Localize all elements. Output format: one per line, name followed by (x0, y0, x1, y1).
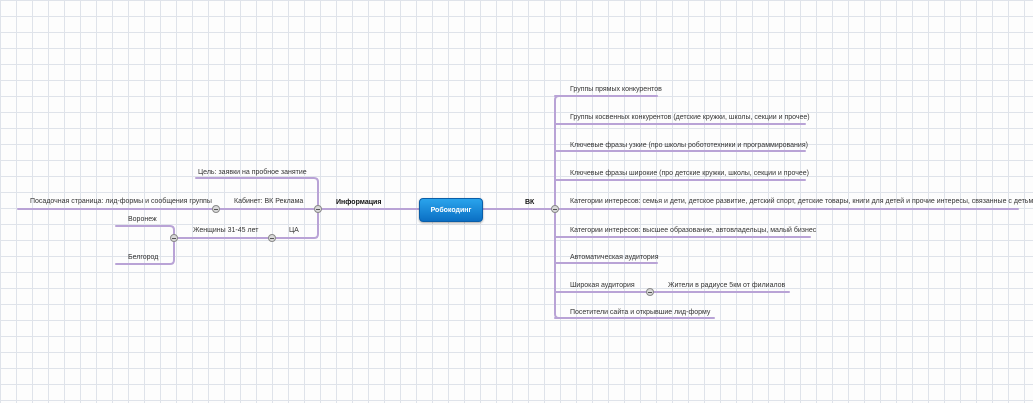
vk-node[interactable]: ВК (525, 199, 535, 206)
info-goal[interactable]: Цель: заявки на пробное занятие (198, 169, 307, 176)
info-women-age[interactable]: Женщины 31-45 лет (193, 227, 259, 234)
info-cabinet[interactable]: Кабинет: ВК Реклама (234, 198, 304, 205)
collapse-toggle-info[interactable] (314, 205, 322, 213)
collapse-toggle-ta[interactable] (268, 234, 276, 242)
vk-item-narrow-keywords[interactable]: Ключевые фразы узкие (про школы робототе… (570, 142, 808, 149)
vk-item-site-visitors[interactable]: Посетители сайта и открывшие лид-форму (570, 309, 711, 316)
info-city-belgorod[interactable]: Белгород (128, 254, 159, 261)
info-city-voronezh[interactable]: Воронеж (128, 216, 157, 223)
root-node[interactable]: Робокодинг (419, 198, 483, 222)
vk-item-wide-audience[interactable]: Широкая аудитория (570, 282, 635, 289)
vk-item-interests-education[interactable]: Категории интересов: высшее образование,… (570, 227, 817, 234)
info-landing-page[interactable]: Посадочная страница: лид-формы и сообщен… (30, 198, 212, 205)
collapse-toggle-wide-audience[interactable] (646, 288, 654, 296)
info-node[interactable]: Информация (336, 199, 382, 206)
vk-item-indirect-competitors[interactable]: Группы косвенных конкурентов (детские кр… (570, 114, 810, 121)
vk-item-auto-audience[interactable]: Автоматическая аудитория (570, 254, 659, 261)
info-ta[interactable]: ЦА (289, 227, 299, 234)
vk-item-wide-radius[interactable]: Жители в радиусе 5км от филиалов (668, 282, 786, 289)
vk-item-interests-family[interactable]: Категории интересов: семья и дети, детск… (570, 198, 1033, 205)
vk-item-broad-keywords[interactable]: Ключевые фразы широкие (про детские круж… (570, 170, 809, 177)
collapse-toggle-vk[interactable] (551, 205, 559, 213)
vk-item-direct-competitors[interactable]: Группы прямых конкурентов (570, 86, 662, 93)
collapse-toggle-women[interactable] (170, 234, 178, 242)
collapse-toggle-cabinet[interactable] (212, 205, 220, 213)
